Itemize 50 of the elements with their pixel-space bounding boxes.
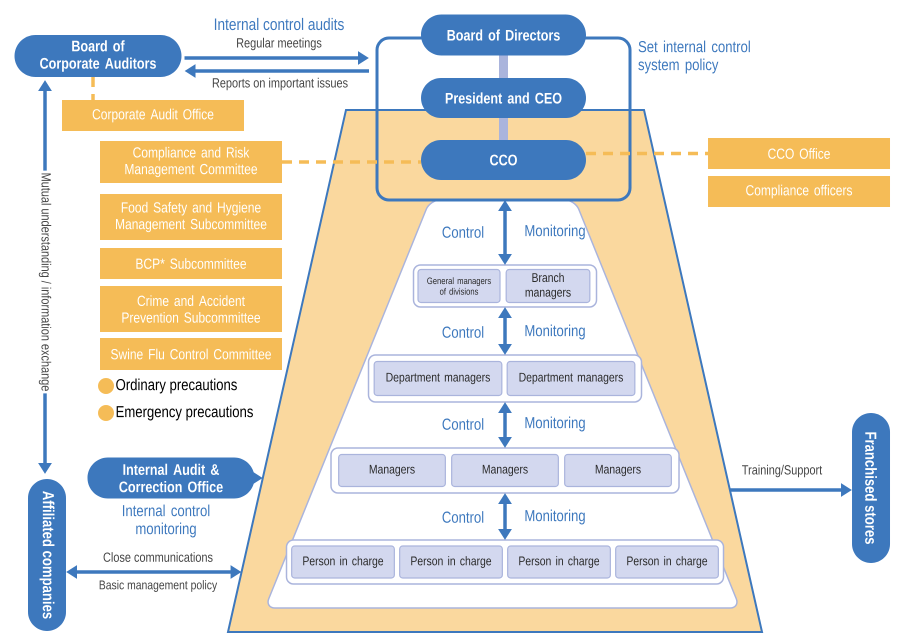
annotation-text: Monitoring	[525, 510, 585, 524]
pill-box: Affiliated companies	[28, 479, 66, 631]
annotation-text: Monitoring	[525, 224, 585, 240]
committee-box: Food Safety and Hygiene Management Subcommittee	[100, 194, 282, 240]
annotation-text: Set internal control system policy	[638, 40, 750, 74]
annotation-text: Control	[442, 511, 484, 523]
committee-box: Swine Flu Control Committee	[100, 338, 282, 370]
position-box: Person in charge	[399, 545, 503, 579]
committee-box: CCO Office	[708, 138, 890, 169]
dashed-line	[282, 160, 421, 164]
connector-bar	[499, 118, 508, 140]
pill-box: Board of Directors	[421, 14, 586, 56]
position-box: Managers	[564, 454, 672, 488]
pill-box: CCO	[421, 140, 586, 180]
edge-label: Close communications	[101, 550, 215, 564]
annotation-text: Control	[442, 418, 484, 430]
dashed-line	[91, 77, 95, 100]
annotation-text: Internal control audits	[214, 18, 344, 30]
annotation-text: Basic management policy	[100, 580, 218, 592]
committee-box: BCP* Subcommittee	[100, 248, 282, 279]
position-box: General managers of divisions	[417, 268, 501, 304]
legend-text: Emergency precautions	[116, 406, 253, 420]
position-box: Managers	[338, 454, 446, 488]
position-box: Person in charge	[291, 545, 395, 579]
edge-label: Training/Support	[740, 462, 824, 480]
edge-label: Reports on important issues	[210, 76, 350, 92]
connector-bar	[499, 56, 508, 78]
pill-box: Franchised stores	[852, 413, 890, 563]
committee-box: Compliance officers	[708, 176, 890, 207]
committee-box: Compliance and Risk Management Committee	[100, 141, 282, 183]
annotation-text: Control	[442, 226, 484, 238]
committee-box: Corporate Audit Office	[62, 100, 244, 131]
edge-label: Mutual understanding / information exchange	[36, 170, 54, 394]
position-box: Department managers	[374, 360, 502, 396]
edge-label: Regular meetings	[234, 36, 324, 52]
pill-box: Internal Audit & Correction Office	[88, 458, 254, 498]
legend-text: Ordinary precautions	[116, 378, 237, 394]
position-box: Managers	[451, 454, 559, 488]
pill-box: Board of Corporate Auditors	[14, 35, 182, 77]
annotation-text: Monitoring	[525, 324, 585, 340]
position-box: Branch managers	[506, 268, 590, 304]
position-box: Person in charge	[615, 545, 719, 579]
pill-box: President and CEO	[421, 78, 586, 118]
annotation-text: Monitoring	[525, 416, 585, 432]
position-box: Department managers	[506, 360, 636, 396]
position-box: Person in charge	[507, 545, 611, 579]
caption-text: Internal control monitoring	[122, 504, 210, 538]
annotation-text: Control	[442, 326, 484, 338]
dashed-line	[586, 152, 708, 156]
committee-box: Crime and Accident Prevention Subcommittee	[100, 286, 282, 332]
